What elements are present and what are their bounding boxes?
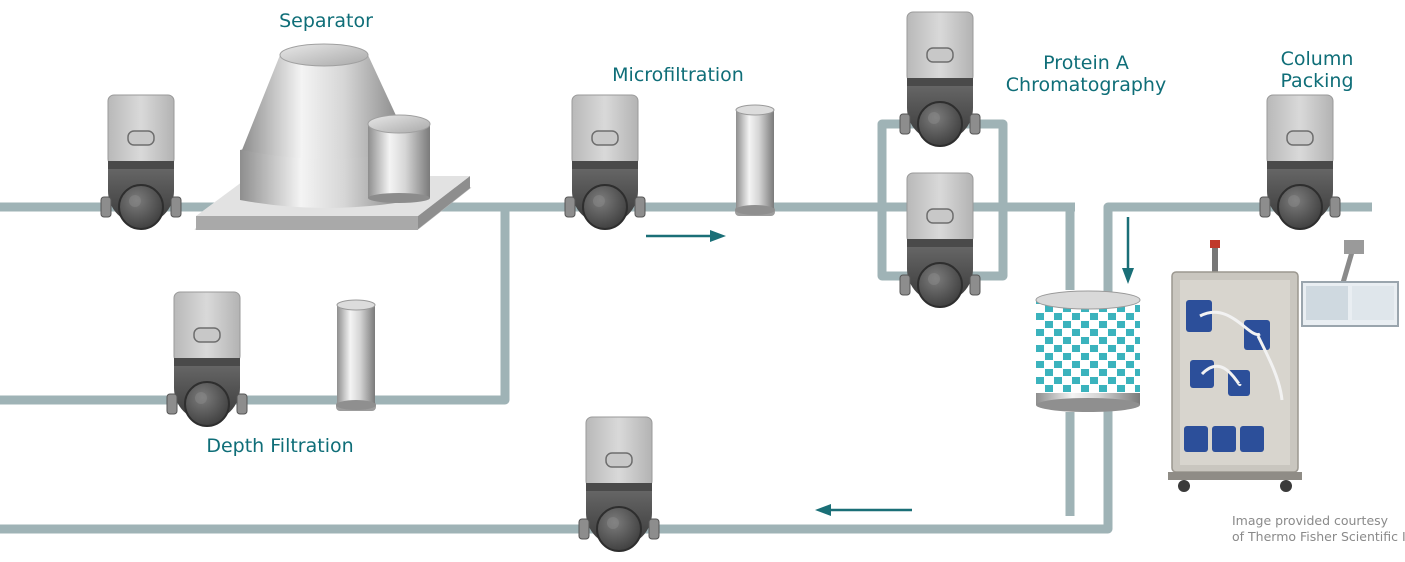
separator-label: Separator — [279, 10, 373, 32]
pipe-protein-a-loop — [877, 119, 1008, 281]
chromatography-column-icon — [1035, 290, 1141, 412]
peristaltic-pump-icon — [899, 172, 981, 308]
image-credit-line-2: of Thermo Fisher Scientific Inc. — [1232, 529, 1405, 544]
flow-arrow-icon — [646, 230, 726, 242]
column-packing-label-line-1: Column — [1280, 48, 1354, 70]
column-packing-system-icon — [1168, 240, 1399, 492]
filter-cartridge-icon — [335, 299, 377, 412]
image-credit: Image provided courtesy of Thermo Fisher… — [1232, 513, 1405, 545]
pipe-bypass-loop — [0, 207, 510, 405]
pipe-return-line — [0, 290, 1113, 534]
depth-filtration-label: Depth Filtration — [206, 435, 354, 457]
filter-cartridge-icon — [734, 104, 776, 217]
separator-icon — [194, 43, 472, 230]
protein-a-label-line-2: Chromatography — [1005, 74, 1167, 96]
image-credit-line-1: Image provided courtesy — [1232, 513, 1389, 528]
pipe-to-column — [1003, 202, 1075, 290]
peristaltic-pump-icon — [166, 291, 248, 427]
microfiltration-label: Microfiltration — [612, 64, 744, 86]
protein-a-chromatography-label: Protein A Chromatography — [996, 52, 1176, 96]
flow-arrow-icon — [815, 504, 912, 516]
flow-arrow-icon — [1122, 217, 1134, 284]
column-packing-label: Column Packing — [1262, 48, 1372, 92]
column-packing-label-line-2: Packing — [1280, 70, 1354, 92]
protein-a-label-line-1: Protein A — [1043, 52, 1129, 74]
